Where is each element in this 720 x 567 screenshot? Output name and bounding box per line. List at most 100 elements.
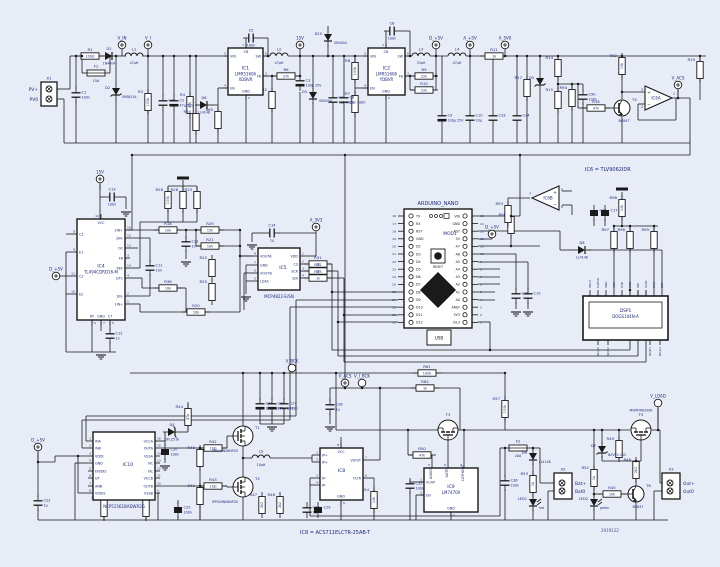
testpoint-D_+5V: D_+5V [31, 438, 45, 462]
svg-text:T2: T2 [254, 476, 260, 481]
svg-text:IC8: IC8 [338, 468, 346, 474]
svg-text:C25: C25 [184, 506, 191, 510]
resistor-R14: R14 [546, 55, 562, 81]
svg-text:D4: D4 [416, 260, 421, 264]
svg-text:D3: D3 [302, 90, 307, 94]
svg-text:5: 5 [364, 52, 366, 56]
svg-text:R99: R99 [642, 227, 650, 232]
svg-text:C6: C6 [350, 96, 356, 100]
testpoint-V_LOAD: V_LOAD [650, 394, 666, 430]
svg-text:5: 5 [89, 467, 91, 471]
testpoint-V_BCK: V_BCK [286, 359, 299, 373]
svg-text:D10: D10 [416, 306, 423, 310]
svg-text:13: 13 [480, 229, 484, 233]
svg-text:47µH: 47µH [275, 61, 284, 65]
svg-text:VDD: VDD [604, 281, 608, 288]
svg-text:10Ω: 10Ω [210, 484, 217, 488]
svg-text:6: 6 [89, 474, 91, 478]
svg-text:47µH: 47µH [453, 61, 462, 65]
svg-text:A_3V3: A_3V3 [310, 218, 323, 223]
svg-text:CB: CB [384, 50, 389, 54]
svg-text:100k: 100k [353, 67, 357, 75]
svg-text:R49: R49 [607, 436, 615, 441]
svg-text:A6: A6 [456, 252, 460, 256]
resistor-R19: R19 [688, 57, 704, 83]
svg-text:R97: R97 [602, 227, 610, 232]
mosfet-T3: T3 [437, 412, 459, 441]
svg-text:2: 2 [453, 513, 455, 517]
svg-text:1: 1 [89, 437, 91, 441]
ic-IC5: VOUTA8GND7VOUTB6LDAC5VDD1CS2SCK3SDI4IC5M… [253, 247, 305, 299]
svg-text:USB: USB [435, 336, 444, 341]
svg-text:15V: 15V [96, 170, 104, 175]
svg-text:F2: F2 [516, 439, 521, 444]
testpoint-V_I_BCK: V_I_BCK [354, 374, 370, 388]
svg-text:10µ: 10µ [476, 119, 483, 123]
note-ic6: IC6 = TLV9062IDR [585, 167, 631, 173]
svg-text:10k: 10k [620, 63, 624, 69]
svg-text:R98: R98 [610, 195, 618, 200]
svg-text:RST: RST [416, 230, 423, 234]
svg-text:9: 9 [480, 260, 482, 264]
svg-text:D_+5V: D_+5V [31, 438, 45, 443]
svg-text:RESET: RESET [433, 265, 443, 269]
svg-text:R13: R13 [185, 187, 193, 192]
svg-text:FB: FB [119, 256, 124, 260]
svg-text:R8: R8 [345, 58, 351, 63]
svg-text:LMR51606: LMR51606 [376, 72, 398, 77]
svg-text:1n: 1n [116, 337, 120, 341]
svg-text:R40: R40 [188, 445, 196, 450]
svg-text:R22: R22 [200, 255, 208, 260]
svg-text:100k: 100k [423, 371, 431, 375]
svg-text:6: 6 [254, 269, 256, 273]
svg-text:NC/E1: NC/E1 [648, 347, 652, 356]
svg-text:IC4: IC4 [97, 264, 105, 270]
svg-text:X2: X2 [560, 467, 566, 472]
svg-text:10k: 10k [207, 244, 213, 248]
svg-text:1: 1 [420, 478, 422, 482]
svg-text:2k2: 2k2 [634, 467, 638, 473]
svg-text:15V: 15V [296, 36, 304, 41]
svg-text:6: 6 [444, 463, 446, 467]
svg-text:9: 9 [157, 489, 159, 493]
svg-text:2: 2 [89, 444, 91, 448]
resistor-R22: R22 [200, 255, 216, 281]
svg-text:ANB: ANB [95, 484, 103, 488]
svg-text:green: green [600, 506, 609, 510]
svg-text:C2: C2 [79, 274, 84, 278]
svg-text:L5: L5 [259, 449, 264, 454]
svg-text:R16: R16 [592, 99, 600, 104]
svg-text:3: 3 [127, 254, 129, 258]
svg-text:100Ω: 100Ω [85, 54, 94, 58]
svg-text:E1: E1 [79, 250, 83, 254]
testpoint-15V: 15V [295, 36, 305, 56]
svg-text:EN: EN [426, 493, 431, 497]
svg-text:IC5: IC5 [279, 265, 287, 271]
svg-text:3: 3 [420, 491, 422, 495]
svg-text:IC10: IC10 [123, 462, 133, 468]
svg-text:27k: 27k [283, 74, 289, 78]
svg-text:NC/C2: NC/C2 [606, 347, 610, 356]
svg-text:25: 25 [392, 283, 396, 287]
svg-text:V_I_BCK: V_I_BCK [354, 374, 370, 379]
svg-text:47k: 47k [419, 453, 425, 457]
svg-text:100n: 100n [589, 98, 597, 102]
svg-text:D5: D5 [416, 268, 421, 272]
svg-text:GND: GND [97, 315, 105, 319]
